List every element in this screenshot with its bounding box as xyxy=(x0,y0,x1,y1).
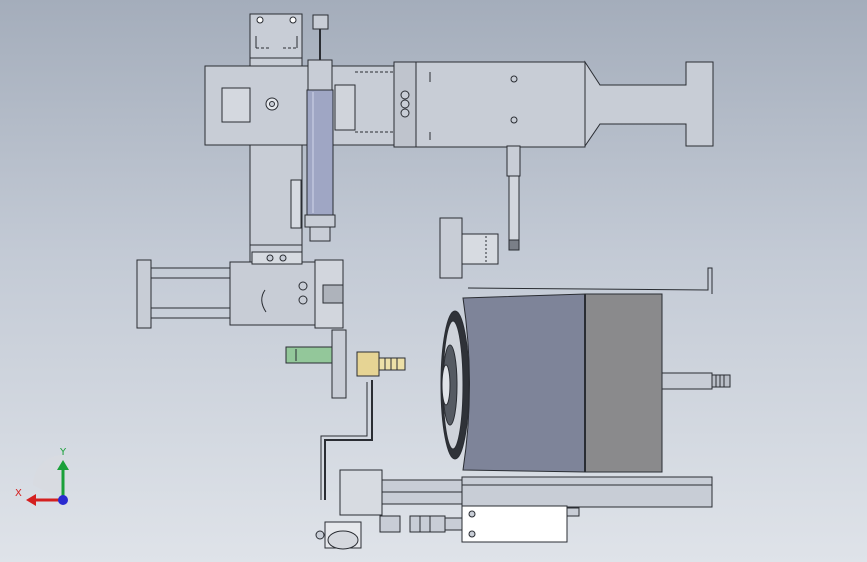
x-axis-label: X xyxy=(15,488,22,499)
base-plate[interactable] xyxy=(461,476,713,508)
lower-cylinder[interactable] xyxy=(339,469,580,543)
z-axis-point xyxy=(58,495,68,505)
axis-triad: Y X xyxy=(15,447,69,506)
motor-flange[interactable] xyxy=(440,310,470,460)
green-pipe xyxy=(285,346,337,364)
small-cylinder[interactable] xyxy=(439,217,499,279)
motor-shaft[interactable] xyxy=(661,372,731,390)
y-axis-label: Y xyxy=(59,447,67,458)
air-tube xyxy=(320,380,373,500)
lower-fittings[interactable] xyxy=(315,515,463,550)
brass-fitting[interactable] xyxy=(331,329,406,399)
y-axis-arrow xyxy=(57,460,69,470)
horizontal-arm[interactable] xyxy=(204,60,714,148)
hanging-link[interactable] xyxy=(506,145,521,251)
motor-body[interactable] xyxy=(462,267,713,473)
slide-unit[interactable] xyxy=(136,251,344,329)
pneumatic-cylinder[interactable] xyxy=(304,14,336,242)
x-axis-arrow xyxy=(26,494,36,506)
